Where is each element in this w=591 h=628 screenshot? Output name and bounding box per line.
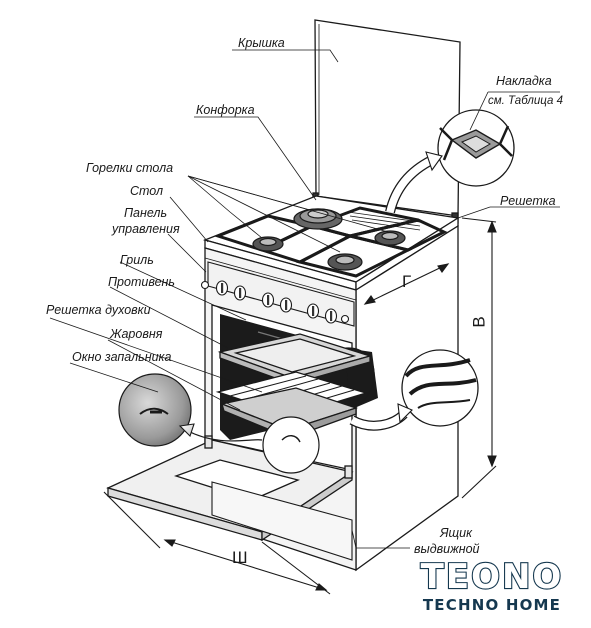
drawer — [211, 481, 353, 561]
logo-tagline: TECHNO HOME — [422, 596, 562, 614]
label-hob-burners: Горелки стола — [86, 161, 174, 175]
label-cover-plate: Накладка — [496, 74, 552, 88]
brand-logo: TEONO TECHNO HOME — [404, 557, 580, 616]
baking-tray — [217, 333, 373, 385]
dimension-lines — [103, 217, 497, 595]
dimension-height: В — [469, 316, 489, 328]
label-lid: Крышка — [238, 36, 285, 50]
leader-lines — [49, 49, 560, 549]
label-oven-rack: Решетка духовки — [46, 303, 151, 317]
cover-plate-bubble — [385, 109, 515, 214]
label-baking-tray: Противень — [108, 275, 175, 289]
label-panel: Панель — [124, 206, 168, 220]
label-panel-2: управления — [112, 222, 180, 236]
label-drawer-2: выдвижной — [414, 542, 480, 556]
burners — [252, 208, 406, 271]
label-cover-plate-ref: см. Таблица 4 — [488, 95, 563, 107]
label-burner-cap: Конфорка — [196, 103, 255, 117]
logo-wordmark: TEONO — [420, 557, 564, 597]
dimension-width: Ш — [232, 548, 248, 567]
dimension-depth: Г — [402, 272, 412, 291]
control-panel — [200, 261, 355, 327]
grate-bubble — [349, 349, 479, 431]
label-grill: Гриль — [120, 253, 154, 267]
label-roasting-pan: Жаровня — [110, 327, 163, 341]
label-table: Стол — [130, 184, 164, 198]
lid — [312, 19, 461, 224]
label-ignition-window: Окно запальника — [72, 350, 172, 364]
label-drawer: Ящик — [440, 526, 473, 540]
ignition-window-bubble — [118, 373, 320, 474]
label-grate: Решетка — [500, 194, 556, 208]
